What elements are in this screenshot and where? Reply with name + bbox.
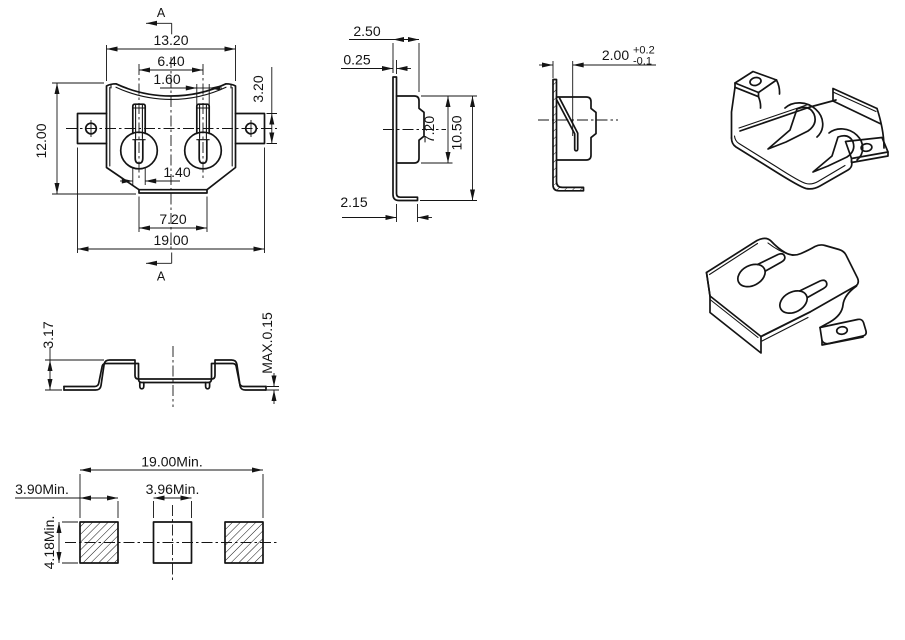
- section-spring-finger: [555, 97, 579, 152]
- iso-bottom-keyhole2-slot: [798, 279, 828, 299]
- section-label-bottom: A: [157, 270, 166, 284]
- profile-hooks: [138, 381, 211, 390]
- iso-top-lance2: [812, 134, 855, 173]
- iso-bottom-view: [705, 237, 868, 354]
- profile-end-caps: [63, 385, 267, 391]
- dim-body-width: 13.20: [153, 32, 188, 48]
- iso-top-front-edge: [730, 137, 853, 190]
- iso-bottom-mid-edge: [760, 311, 811, 338]
- dim-overall-height: 10.50: [449, 115, 465, 150]
- iso-bottom-skirt: [709, 295, 762, 354]
- dim-slot-spacing: 6.40: [157, 53, 184, 69]
- section-foot-hatch: [556, 187, 584, 191]
- iso-top-far-edge: [739, 106, 811, 132]
- iso-top-lance1: [767, 106, 816, 150]
- front-view: 13.20 6.40 1.60 3.20 12.00 1.40 7.20 19.…: [33, 6, 277, 284]
- dim-body-height: 12.00: [33, 123, 49, 158]
- dim-finger-width: 1.40: [163, 164, 190, 180]
- section-wall-outline: [552, 78, 585, 192]
- iso-bottom-surface: [705, 237, 860, 338]
- dim-flange-depth: 2.50: [353, 23, 380, 39]
- iso-top-lance2-arc: [828, 128, 864, 161]
- dim-profile-height: 3.17: [40, 321, 56, 348]
- front-body-outline: [105, 82, 237, 194]
- iso-bottom-left-cap: [705, 271, 711, 297]
- dim-tol-lower: -0.1: [633, 56, 652, 68]
- iso-bottom-tab-hole: [835, 325, 849, 336]
- front-finger-edges: [135, 104, 207, 140]
- iso-bottom-keyhole1: [737, 263, 766, 288]
- dim-overall-width: 19.00: [153, 232, 188, 248]
- dim-foot-length: 2.15: [340, 194, 367, 210]
- iso-top-view: [730, 70, 889, 190]
- dim-thickness: 0.25: [343, 52, 370, 68]
- dim-center-pad-width: 3.96Min.: [146, 481, 200, 497]
- iso-bottom-tab-thickness: [821, 335, 864, 346]
- section-body-outline: [555, 96, 597, 161]
- section-label-top: A: [157, 6, 166, 20]
- dim-coplanarity: MAX.0.15: [259, 312, 275, 374]
- dim-side-body-height: 7.20: [421, 116, 437, 143]
- dim-pad-width: 3.90Min.: [15, 481, 69, 497]
- side-body-outline: [395, 95, 425, 164]
- footprint-view: 19.00Min. 3.90Min. 3.96Min. 4.18Min.: [15, 454, 278, 582]
- side-view: 2.50 0.25 7.20 10.50 2.15: [340, 23, 477, 222]
- profile-inner: [63, 362, 267, 388]
- front-side-bend-lines: [109, 86, 233, 167]
- iso-top-left-wall: [730, 86, 736, 139]
- iso-top-neck: [757, 79, 781, 109]
- profile-view: 3.17 MAX.0.15: [40, 312, 279, 407]
- section-aa-view: 2.00 +0.2 -0.1: [538, 45, 656, 192]
- iso-top-lance1-arc: [784, 102, 824, 138]
- iso-top-right-wall: [832, 87, 885, 149]
- dim-bottom-tab-width: 7.20: [159, 211, 186, 227]
- iso-bottom-tab: [819, 318, 868, 345]
- iso-top-tab-b-hole: [860, 142, 873, 153]
- dim-footprint-overall: 19.00Min.: [141, 454, 202, 470]
- iso-bottom-right-fold: [819, 285, 858, 329]
- dim-contact-gap: 2.00: [602, 47, 629, 63]
- footprint-centerlines: [65, 505, 278, 582]
- dim-slot-width: 1.60: [153, 71, 180, 87]
- dim-tab-height: 3.20: [250, 75, 266, 102]
- section-wall-hatch: [553, 79, 557, 185]
- iso-bottom-keyhole2: [779, 290, 808, 314]
- front-corner-ticks: [110, 83, 232, 89]
- iso-bottom-keyhole1-slot: [756, 252, 786, 272]
- iso-top-tab-a-hole: [749, 76, 762, 87]
- side-wall-outline: [392, 76, 419, 202]
- dim-tol-upper: +0.2: [633, 45, 655, 57]
- iso-top-far-edge2: [809, 99, 837, 108]
- dim-pad-height: 4.18Min.: [41, 516, 57, 570]
